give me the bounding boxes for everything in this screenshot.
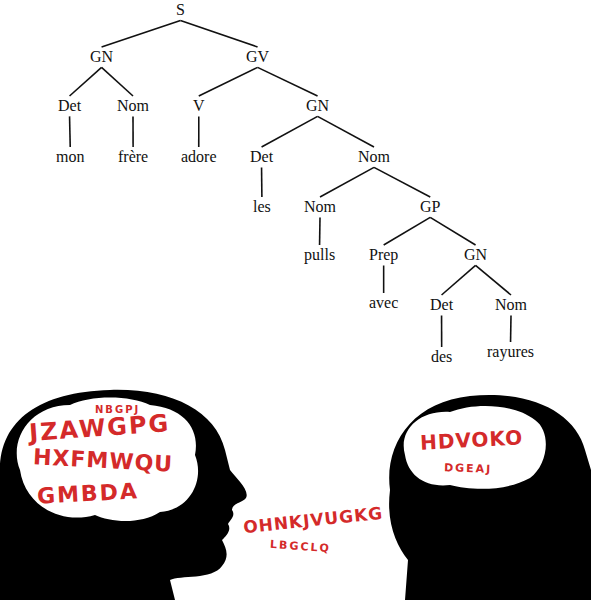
node-text: pulls xyxy=(304,246,335,263)
tree-branch xyxy=(384,217,431,245)
node-text: Det xyxy=(430,296,453,313)
category-label: S xyxy=(174,0,187,20)
category-label: GN xyxy=(304,96,331,116)
category-label: Det xyxy=(428,295,455,315)
word-leaf: avec xyxy=(367,293,400,313)
tree-branch xyxy=(320,167,374,197)
node-text: V xyxy=(193,97,205,114)
letter-cluster: HDVOKO xyxy=(420,427,524,452)
node-text: frère xyxy=(118,148,148,165)
word-leaf: rayures xyxy=(485,342,536,362)
node-text: Nom xyxy=(358,148,390,165)
category-label: V xyxy=(191,96,207,116)
tree-branch xyxy=(318,116,374,147)
node-text: des xyxy=(431,348,452,365)
tree-branch xyxy=(374,167,430,197)
category-label: Det xyxy=(248,147,275,167)
tree-branch xyxy=(441,315,443,347)
letter-cluster: JZAWGPG xyxy=(28,411,171,445)
node-text: Nom xyxy=(495,296,527,313)
tree-branch xyxy=(510,315,512,342)
tree-branch xyxy=(261,167,263,197)
node-text: Nom xyxy=(117,97,149,114)
tree-branch xyxy=(199,67,258,96)
letter-cluster: DGEAJ xyxy=(444,462,493,475)
left-head-silhouette xyxy=(0,390,247,600)
letter-cluster: HXFMWQU xyxy=(33,446,174,475)
tree-branch xyxy=(262,116,318,147)
node-text: rayures xyxy=(487,343,534,360)
node-text: Det xyxy=(250,148,273,165)
tree-branch xyxy=(132,116,134,147)
node-text: GN xyxy=(464,246,487,263)
word-leaf: des xyxy=(429,347,454,367)
tree-branch xyxy=(102,20,181,47)
node-text: adore xyxy=(181,148,217,165)
letter-cluster: OHNKJVUGKG xyxy=(242,505,383,537)
tree-branch xyxy=(69,116,71,147)
left-brain-area xyxy=(17,398,198,522)
word-leaf: frère xyxy=(116,147,150,167)
letter-cluster: NBGPJ xyxy=(95,405,140,415)
category-label: GV xyxy=(244,47,271,67)
node-text: avec xyxy=(369,294,398,311)
category-label: GN xyxy=(88,47,115,67)
node-text: GP xyxy=(420,198,440,215)
right-head-silhouette xyxy=(389,395,591,600)
tree-branch xyxy=(102,67,133,96)
tree-branch xyxy=(180,20,257,47)
node-text: GN xyxy=(306,97,329,114)
node-text: Nom xyxy=(304,198,336,215)
tree-branch xyxy=(476,265,511,295)
category-label: Prep xyxy=(367,245,400,265)
node-text: mon xyxy=(56,148,84,165)
category-label: GN xyxy=(462,245,489,265)
word-leaf: mon xyxy=(54,147,86,167)
word-leaf: pulls xyxy=(302,245,337,265)
tree-branch xyxy=(198,116,200,147)
node-text: Prep xyxy=(369,246,398,263)
tree-branch xyxy=(70,67,102,96)
category-label: Nom xyxy=(302,197,338,217)
node-text: Det xyxy=(58,97,81,114)
right-brain-area xyxy=(404,406,546,489)
category-label: Nom xyxy=(493,295,529,315)
category-label: Nom xyxy=(356,147,392,167)
word-leaf: les xyxy=(251,197,273,217)
tree-branch xyxy=(430,217,475,245)
node-text: les xyxy=(253,198,271,215)
tree-branch xyxy=(383,265,385,293)
node-text: GN xyxy=(90,48,113,65)
word-leaf: adore xyxy=(179,147,219,167)
tree-branch xyxy=(442,265,476,295)
tree-branch xyxy=(319,217,321,245)
letter-cluster: GMBDA xyxy=(36,480,139,507)
letter-cluster: LBGCLQ xyxy=(270,539,331,554)
category-label: GP xyxy=(418,197,442,217)
node-text: S xyxy=(176,1,185,18)
category-label: Nom xyxy=(115,96,151,116)
tree-branch xyxy=(258,67,318,96)
category-label: Det xyxy=(56,96,83,116)
node-text: GV xyxy=(246,48,269,65)
